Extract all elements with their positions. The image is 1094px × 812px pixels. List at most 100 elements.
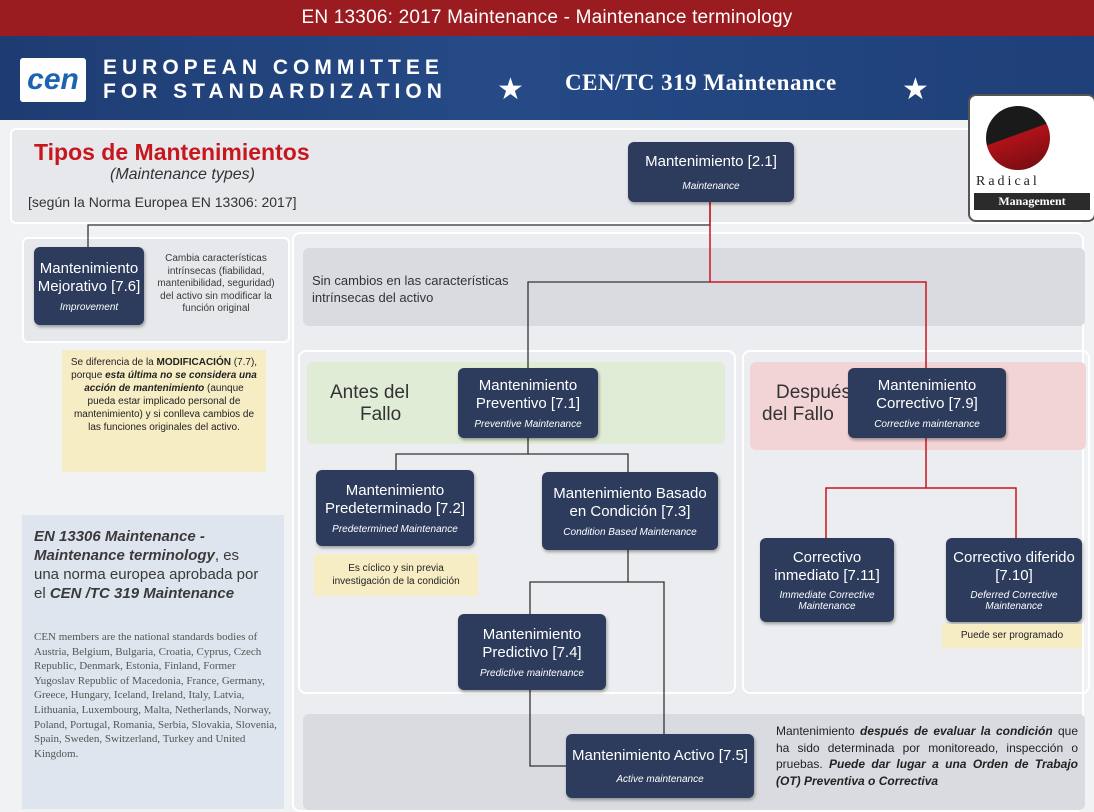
node-active: Mantenimiento Activo [7.5] Active mainte…: [566, 734, 754, 798]
before-line: Fallo: [360, 404, 402, 425]
active-desc-bold: Puede dar lugar a una Orden de Trabajo (…: [776, 757, 1078, 788]
node-condition-based: Mantenimiento Basado en Condición [7.3] …: [542, 472, 718, 550]
page-subtitle: (Maintenance types): [110, 166, 255, 183]
en-line: , es: [214, 547, 240, 564]
after-line: Después: [776, 382, 851, 403]
node-title: Mantenimiento: [478, 376, 578, 394]
note-bold: MODIFICACIÓN: [156, 357, 231, 368]
source-note: [según la Norma Europea EN 13306: 2017]: [28, 194, 297, 210]
node-preventive: Mantenimiento Preventivo [7.1] Preventiv…: [458, 368, 598, 438]
en-line: el: [34, 585, 50, 602]
cyclic-note: Es cíclico y sin previa investigación de…: [314, 554, 478, 596]
active-desc-bold: después de evaluar la condición: [860, 724, 1053, 738]
node-subtitle: Deferred Corrective: [970, 589, 1058, 601]
node-title: Predictivo [7.4]: [482, 643, 582, 661]
node-improvement: Mantenimiento Mejorativo [7.6] Improveme…: [34, 247, 144, 325]
node-subtitle: Predetermined Maintenance: [332, 523, 458, 535]
no-change-line: Sin cambios en las características: [312, 273, 509, 288]
cyclic-line: Es cíclico y sin previa: [348, 563, 444, 574]
active-desc-text: que ha sido determinada por monitoreado,…: [776, 724, 1079, 771]
connector-root-corrective: [709, 202, 927, 368]
node-title: Mantenimiento: [877, 376, 977, 394]
node-title: Mantenimiento: [482, 625, 582, 643]
node-title: Mejorativo [7.6]: [37, 277, 141, 295]
no-change-line: intrínsecas del activo: [312, 290, 434, 305]
before-failure-frame: [298, 350, 736, 694]
connector-corrective-deferred: [926, 487, 1017, 538]
en-line: CEN /TC 319 Maintenance: [49, 585, 235, 602]
no-change-text: Sin cambios en las características intrí…: [312, 272, 509, 306]
radical-logo-line1: Radical: [976, 174, 1040, 189]
radical-ball-icon: [986, 106, 1050, 170]
before-failure-label: Antes del Fallo: [330, 382, 409, 426]
note-text: (aunque pueda estar implicado personal d…: [73, 383, 255, 433]
node-title: en Condición [7.3]: [569, 502, 691, 520]
page-title: Tipos de Mantenimientos: [34, 139, 310, 165]
desc-line: mantenibilidad, seguridad): [157, 278, 275, 289]
modification-note: Se diferencia de la MODIFICACIÓN (7.7), …: [62, 350, 266, 472]
improvement-description: Cambia características intrínsecas (fiab…: [150, 253, 282, 316]
node-subtitle: Corrective maintenance: [874, 418, 980, 430]
en-line: EN 13306 Maintenance -: [34, 528, 205, 545]
star-icon: ★: [902, 73, 929, 106]
node-subtitle: Maintenance: [985, 600, 1043, 612]
desc-line: del activo sin modificar la: [160, 290, 272, 302]
title-panel: [10, 128, 1084, 224]
en-info-text: EN 13306 Maintenance - Maintenance termi…: [34, 527, 282, 603]
radical-logo-line2: Management: [974, 193, 1090, 210]
node-subtitle: Improvement: [59, 301, 119, 313]
node-corrective: Mantenimiento Correctivo [7.9] Correctiv…: [848, 368, 1006, 438]
node-immediate-corrective: Correctivo inmediato [7.11] Immediate Co…: [760, 538, 894, 622]
after-failure-label: Después del Fallo: [762, 382, 851, 426]
after-failure-frame: [742, 350, 1090, 694]
tc-title: CEN/TC 319 Maintenance: [565, 70, 837, 95]
committee-name: EUROPEAN COMMITTEE FOR STANDARDIZATION: [103, 56, 447, 104]
desc-line: Cambia características: [165, 253, 267, 264]
node-subtitle: Preventive Maintenance: [474, 418, 582, 430]
node-title: Mantenimiento: [39, 259, 139, 277]
desc-line: intrínsecas (fiabilidad,: [167, 265, 265, 277]
node-predictive: Mantenimiento Predictivo [7.4] Predictiv…: [458, 614, 606, 690]
connector-root-improvement: [87, 202, 711, 247]
en-info-box: [22, 515, 284, 809]
top-title: EN 13306: 2017 Maintenance - Maintenance…: [301, 7, 793, 28]
connector-preventive-predetermined: [395, 436, 529, 470]
connector-corrective-immediate: [825, 436, 927, 538]
node-title: Mantenimiento Activo [7.5]: [572, 747, 748, 764]
node-title: Mantenimiento: [345, 481, 445, 499]
note-text: Se diferencia de la: [70, 357, 157, 368]
en-line: Maintenance terminology: [34, 547, 215, 564]
node-subtitle: Maintenance: [682, 180, 740, 192]
active-description: Mantenimiento después de evaluar la cond…: [776, 723, 1078, 789]
deferred-note: Puede ser programado: [942, 624, 1082, 648]
node-maintenance: Mantenimiento [2.1] Maintenance: [628, 142, 794, 202]
note-bold-italic: esta última no se considera una acción d…: [84, 370, 257, 394]
node-title: Correctivo diferido: [953, 548, 1075, 566]
node-subtitle: Predictive maintenance: [480, 667, 584, 679]
node-title: Preventivo [7.1]: [475, 394, 581, 412]
cen-logo: cen: [20, 58, 86, 102]
committee-line2: FOR STANDARDIZATION: [103, 80, 447, 103]
radical-management-logo: Radical Management: [968, 94, 1094, 222]
header-band: [0, 36, 1094, 120]
node-title: Correctivo [7.9]: [876, 394, 978, 412]
node-deferred-corrective: Correctivo diferido [7.10] Deferred Corr…: [946, 538, 1082, 622]
node-title: Mantenimiento [2.1]: [645, 152, 777, 170]
connector-preventive-condition: [528, 453, 629, 472]
desc-line: función original: [182, 303, 250, 314]
star-icon: ★: [497, 73, 524, 106]
before-line: Antes del: [330, 382, 410, 403]
no-change-panel: [303, 248, 1085, 326]
en-line: una norma europea aprobada por: [34, 566, 259, 583]
cen-members-text: CEN members are the national standards b…: [34, 631, 277, 760]
node-title: inmediato [7.11]: [774, 566, 880, 584]
node-title: Correctivo: [792, 548, 862, 566]
note-text: (7.7), porque: [71, 357, 258, 381]
committee-line1: EUROPEAN COMMITTEE: [103, 56, 444, 79]
node-subtitle: Maintenance: [798, 600, 856, 612]
connector-condition-predictive: [529, 550, 629, 614]
node-subtitle: Condition Based Maintenance: [563, 526, 697, 538]
node-subtitle: Active maintenance: [616, 774, 704, 785]
node-predetermined: Mantenimiento Predeterminado [7.2] Prede…: [316, 470, 474, 546]
